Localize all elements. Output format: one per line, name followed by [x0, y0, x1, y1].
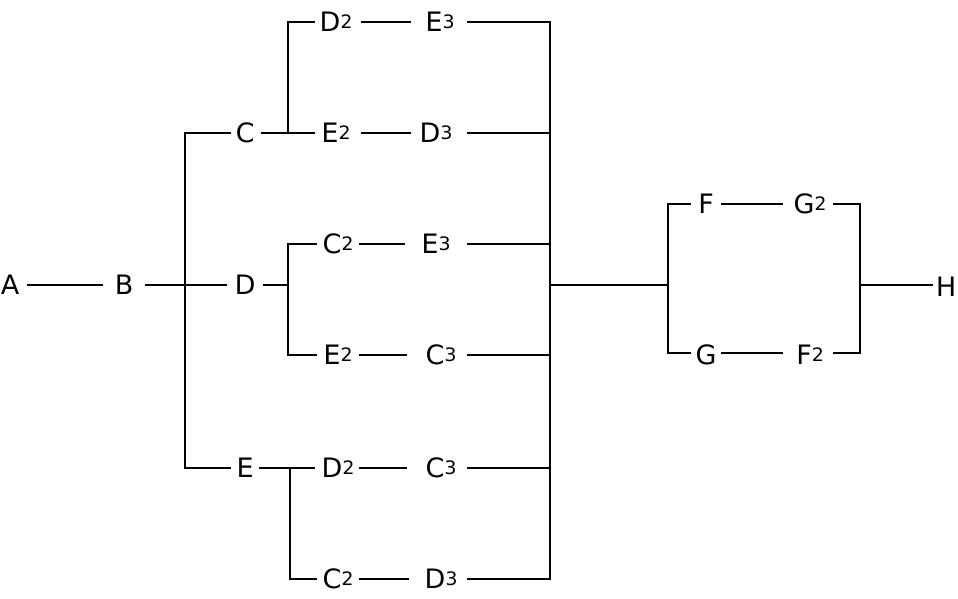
svg-text:F: F: [698, 189, 714, 220]
svg-text:E2: E2: [323, 340, 352, 371]
node-c: C: [236, 118, 255, 149]
node-e: E: [236, 453, 253, 484]
svg-text:C3: C3: [426, 340, 457, 371]
node-d-e3: E3: [421, 229, 450, 260]
node-e-c3: C3: [426, 453, 457, 484]
node-b: B: [115, 270, 134, 301]
svg-text:D2: D2: [320, 7, 353, 38]
node-g2: G2: [793, 189, 826, 220]
svg-text:E2: E2: [321, 118, 350, 149]
svg-text:A: A: [1, 270, 20, 301]
node-f2: F2: [796, 340, 824, 371]
node-g: G: [696, 340, 717, 371]
svg-text:E3: E3: [421, 229, 450, 260]
svg-text:G2: G2: [793, 189, 826, 220]
node-c-d2: D2: [320, 7, 353, 38]
svg-text:D3: D3: [420, 118, 453, 149]
svg-text:D3: D3: [425, 564, 458, 595]
svg-text:G: G: [696, 340, 717, 371]
svg-text:C2: C2: [323, 564, 354, 595]
svg-text:D2: D2: [322, 453, 355, 484]
node-h: H: [936, 272, 956, 303]
node-d-e2: E2: [323, 340, 352, 371]
svg-text:H: H: [936, 272, 956, 303]
node-c-d3: D3: [420, 118, 453, 149]
node-e-d3: D3: [425, 564, 458, 595]
svg-text:C: C: [236, 118, 255, 149]
node-d-c2: C2: [323, 229, 354, 260]
node-c-e2: E2: [321, 118, 350, 149]
node-d: D: [235, 270, 256, 301]
svg-text:E: E: [236, 453, 253, 484]
node-e-c2: C2: [323, 564, 354, 595]
connectors: [27, 21, 933, 580]
svg-text:E3: E3: [425, 7, 454, 38]
svg-text:C2: C2: [323, 229, 354, 260]
svg-text:B: B: [115, 270, 134, 301]
svg-text:C3: C3: [426, 453, 457, 484]
node-f: F: [698, 189, 714, 220]
node-labels: A B C D E D2 E3 E2 D3 C2 E3 E2 C3 D2 C3 …: [1, 7, 956, 595]
node-e-d2: D2: [322, 453, 355, 484]
node-a: A: [1, 270, 20, 301]
svg-text:D: D: [235, 270, 256, 301]
node-c-e3: E3: [425, 7, 454, 38]
node-d-c3: C3: [426, 340, 457, 371]
svg-text:F2: F2: [796, 340, 824, 371]
